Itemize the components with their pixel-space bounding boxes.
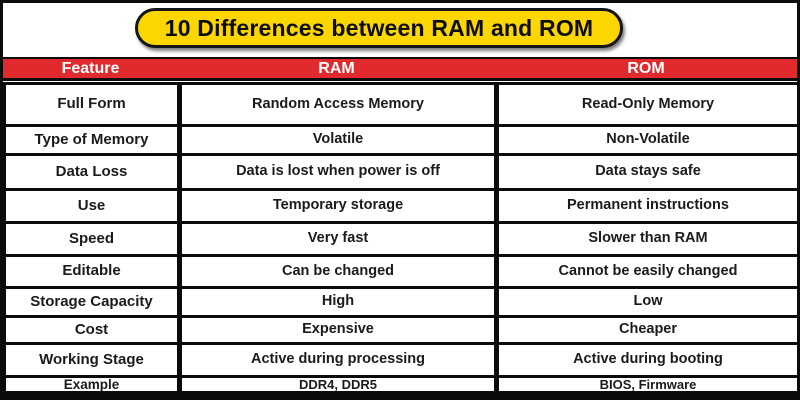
ram-cell: DDR4, DDR5 — [178, 375, 499, 394]
header-ram: RAM — [318, 59, 355, 77]
feature-cell: Data Loss — [3, 153, 182, 191]
table-row: Type of Memory Volatile Non-Volatile — [3, 124, 800, 156]
rom-cell: Low — [495, 286, 800, 318]
comparison-table: Full Form Random Access Memory Read-Only… — [3, 82, 800, 394]
title-banner: 10 Differences between RAM and ROM — [135, 8, 623, 48]
table-row: Use Temporary storage Permanent instruct… — [3, 188, 800, 224]
rom-cell: Active during booting — [495, 342, 800, 378]
table-header-row: Feature RAM ROM — [3, 57, 797, 81]
feature-cell: Speed — [3, 221, 182, 257]
rom-cell: Data stays safe — [495, 153, 800, 191]
feature-cell: Working Stage — [3, 342, 182, 378]
ram-cell: Very fast — [178, 221, 499, 257]
table-row: Storage Capacity High Low — [3, 286, 800, 318]
ram-cell: Random Access Memory — [178, 82, 499, 127]
feature-cell: Editable — [3, 254, 182, 289]
feature-cell: Use — [3, 188, 182, 224]
rom-cell: BIOS, Firmware — [495, 375, 800, 394]
ram-cell: Data is lost when power is off — [178, 153, 499, 191]
table-row: Working Stage Active during processing A… — [3, 342, 800, 378]
rom-cell: Read-Only Memory — [495, 82, 800, 127]
ram-cell: Temporary storage — [178, 188, 499, 224]
header-feature: Feature — [61, 59, 120, 77]
table-row: Editable Can be changed Cannot be easily… — [3, 254, 800, 289]
feature-cell: Type of Memory — [3, 124, 182, 156]
table-row: Full Form Random Access Memory Read-Only… — [3, 82, 800, 127]
feature-cell: Cost — [3, 315, 182, 345]
header-rom: ROM — [627, 59, 665, 77]
feature-cell: Example — [3, 375, 182, 394]
rom-cell: Cheaper — [495, 315, 800, 345]
table-row: Speed Very fast Slower than RAM — [3, 221, 800, 257]
rom-cell: Slower than RAM — [495, 221, 800, 257]
comparison-table-wrap: Full Form Random Access Memory Read-Only… — [3, 82, 800, 394]
rom-cell: Permanent instructions — [495, 188, 800, 224]
ram-cell: Can be changed — [178, 254, 499, 289]
table-row: Data Loss Data is lost when power is off… — [3, 153, 800, 191]
ram-cell: High — [178, 286, 499, 318]
rom-cell: Non-Volatile — [495, 124, 800, 156]
feature-cell: Storage Capacity — [3, 286, 182, 318]
table-row: Cost Expensive Cheaper — [3, 315, 800, 345]
table-row: Example DDR4, DDR5 BIOS, Firmware — [3, 375, 800, 394]
ram-cell: Active during processing — [178, 342, 499, 378]
feature-cell: Full Form — [3, 82, 182, 127]
rom-cell: Cannot be easily changed — [495, 254, 800, 289]
page-title: 10 Differences between RAM and ROM — [164, 14, 594, 41]
ram-cell: Expensive — [178, 315, 499, 345]
ram-cell: Volatile — [178, 124, 499, 156]
